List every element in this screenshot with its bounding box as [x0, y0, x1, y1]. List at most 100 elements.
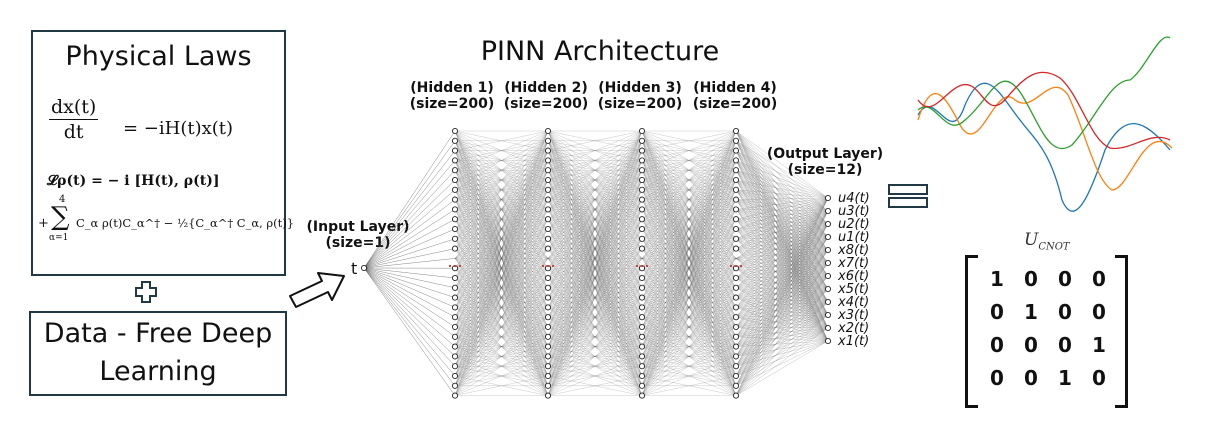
hidden-1-size: (size=200) [409, 96, 495, 112]
edge [363, 267, 456, 328]
edge [735, 275, 829, 396]
pinn-architecture-title: PINN Architecture [480, 36, 720, 67]
hidden-node [544, 343, 552, 350]
edge [735, 223, 829, 347]
hidden-node [732, 353, 740, 360]
plus-icon [135, 281, 157, 303]
edge [363, 267, 456, 337]
edge [363, 140, 456, 269]
edge [735, 160, 829, 199]
edge [735, 210, 829, 230]
hidden-node [451, 225, 459, 233]
hidden-node [544, 294, 552, 301]
edge [641, 130, 737, 328]
edge [735, 189, 829, 199]
edge [363, 160, 456, 269]
output-node [824, 246, 832, 254]
edge [547, 130, 643, 151]
edge [735, 340, 829, 367]
input-layer-label: (Input Layer) (size=1) [298, 219, 418, 251]
edge [641, 130, 737, 249]
edge [735, 219, 829, 225]
physical-laws-title: Physical Laws [65, 41, 252, 72]
edge [454, 336, 549, 396]
lindblad-equation-line1: 𝓛ρ(t) = − i [H(t), ρ(t)] [47, 173, 220, 189]
edge [735, 197, 829, 377]
edge [735, 210, 829, 259]
edge [454, 238, 549, 396]
edge [547, 179, 643, 396]
edge [735, 223, 829, 328]
sum-lower-limit: α=1 [49, 233, 69, 243]
hidden-node [544, 382, 552, 389]
edge [735, 223, 829, 386]
edge [735, 275, 829, 386]
ellipsis-dot [734, 264, 738, 268]
sum-symbol: ∑ [51, 202, 70, 232]
edge [547, 238, 643, 396]
hidden-node [732, 137, 740, 144]
edge [735, 314, 829, 367]
ellipsis-dot [640, 264, 644, 268]
edge [454, 130, 549, 190]
hidden-node [638, 167, 646, 174]
output-label: u2(t) [838, 217, 870, 232]
hidden-node [732, 216, 740, 223]
hidden-node [638, 392, 646, 399]
edge [735, 140, 829, 199]
right-arrow-icon [289, 272, 345, 308]
edge [363, 248, 456, 269]
hidden-node [451, 176, 459, 184]
edge [547, 130, 643, 367]
edge [547, 160, 643, 396]
edge [735, 327, 829, 386]
output-label: u3(t) [838, 204, 870, 219]
edge [735, 262, 829, 377]
edge [641, 297, 737, 396]
output-node [824, 220, 832, 228]
input-layer-size: (size=1) [325, 235, 391, 251]
edge [735, 197, 829, 220]
edge [363, 267, 456, 288]
edge [547, 140, 643, 396]
hidden-node [732, 392, 740, 399]
edge [735, 150, 829, 212]
hidden-node [544, 225, 552, 233]
edge [735, 236, 829, 367]
hidden-node [544, 206, 552, 213]
edge [735, 236, 829, 396]
edge [735, 288, 829, 386]
hidden-1-name: (Hidden 1) [410, 80, 494, 96]
edge [735, 197, 829, 396]
edge [735, 197, 829, 259]
edge [735, 262, 829, 386]
edge [735, 197, 829, 347]
edge [735, 199, 829, 225]
edge [363, 219, 456, 269]
output-label: x3(t) [838, 308, 870, 323]
edge [735, 223, 829, 298]
hidden-node [451, 284, 459, 291]
edge [641, 130, 737, 367]
hidden-node [544, 323, 552, 331]
hidden-node [451, 186, 459, 193]
hidden-node [451, 353, 459, 360]
output-node [824, 324, 832, 332]
output-node [824, 233, 832, 241]
edge [363, 228, 456, 269]
edge [735, 197, 829, 367]
edge [363, 209, 456, 269]
edge [454, 317, 549, 396]
edge [547, 336, 643, 396]
hidden-node [638, 294, 646, 301]
edge [735, 170, 829, 212]
edge [363, 170, 456, 269]
edge [735, 288, 829, 367]
hidden-node [544, 353, 552, 360]
matrix-cell: 0 [1058, 300, 1072, 324]
edge [641, 130, 737, 308]
edge [735, 140, 829, 225]
hidden-node [451, 245, 459, 252]
hidden-node [451, 127, 459, 135]
edge [547, 258, 643, 396]
